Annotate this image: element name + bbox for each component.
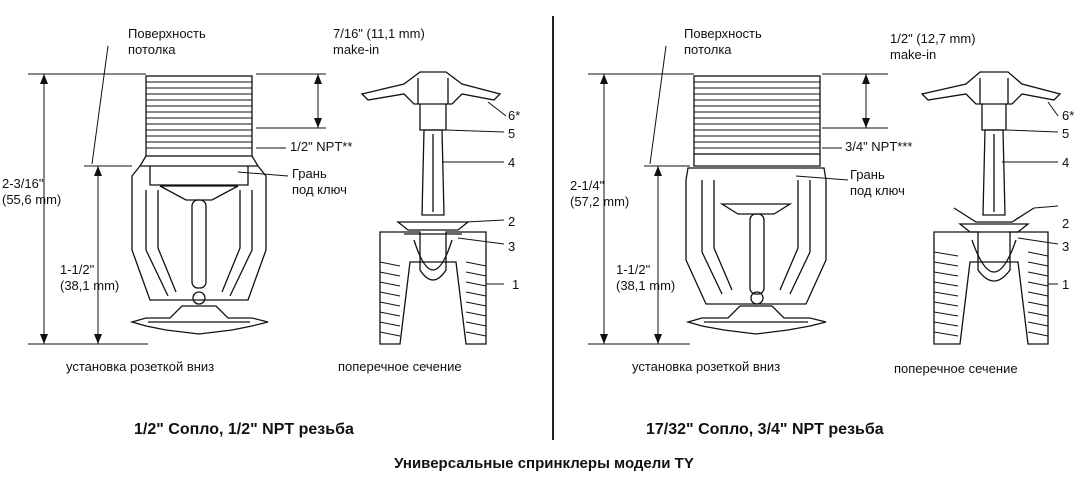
right-sprinkler-cross-section — [920, 71, 1062, 345]
left-lower-dimension: 1-1/2" (38,1 mm) — [60, 262, 120, 293]
left-ceiling-label: Поверхность потолка — [128, 26, 206, 57]
left-subtitle: 1/2" Сопло, 1/2" NPT резьба — [134, 421, 354, 438]
right-makein-label: 1/2" (12,7 mm) make-in — [890, 31, 976, 62]
left-arrowheads — [40, 74, 322, 344]
right-callout-6: 6* — [1062, 108, 1075, 123]
left-section-caption: поперечное сечение — [338, 359, 462, 374]
right-view-caption: установка розеткой вниз — [632, 359, 781, 374]
left-view-caption: установка розеткой вниз — [66, 359, 215, 374]
left-makein-label: 7/16" (11,1 mm) make-in — [333, 26, 425, 57]
panel-divider — [552, 16, 554, 440]
left-callout-4: 4 — [508, 155, 516, 170]
figure-title: Универсальные спринклеры модели TY — [394, 455, 694, 472]
left-callout-3: 3 — [508, 239, 516, 254]
left-callout-1: 1 — [512, 277, 520, 292]
right-sprinkler-side-view — [685, 75, 827, 335]
left-callout-5: 5 — [508, 126, 516, 141]
left-wrench-label: Грань под ключ — [292, 166, 347, 197]
left-sprinkler-side-view — [129, 75, 269, 335]
right-overall-dimension: 2-1/4" (57,2 mm) — [570, 178, 630, 209]
left-callout-6: 6* — [508, 108, 521, 123]
left-sprinkler-cross-section — [360, 71, 507, 345]
right-thread-label: 3/4" NPT*** — [845, 139, 913, 154]
left-thread-label: 1/2" NPT** — [290, 139, 353, 154]
right-callout-5: 5 — [1062, 126, 1070, 141]
right-section-caption: поперечное сечение — [894, 361, 1018, 376]
left-overall-dimension: 2-3/16" (55,6 mm) — [2, 176, 62, 207]
right-callout-2: 2 — [1062, 216, 1070, 231]
right-lower-dimension: 1-1/2" (38,1 mm) — [616, 262, 676, 293]
right-callout-1: 1 — [1062, 277, 1070, 292]
right-ceiling-label: Поверхность потолка — [684, 26, 762, 57]
right-callout-3: 3 — [1062, 239, 1070, 254]
right-arrowheads — [600, 74, 870, 344]
right-subtitle: 17/32" Сопло, 3/4" NPT резьба — [646, 421, 884, 438]
left-callout-2: 2 — [508, 214, 516, 229]
right-wrench-label: Грань под ключ — [850, 167, 905, 198]
right-dimension-lines — [588, 45, 888, 345]
right-callout-4: 4 — [1062, 155, 1070, 170]
